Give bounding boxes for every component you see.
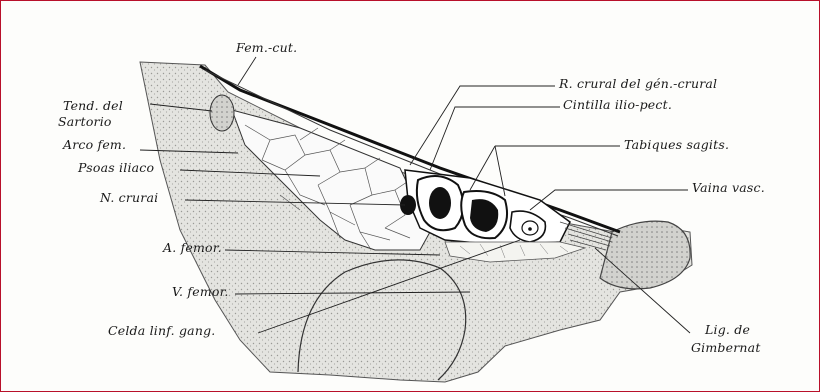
label-fem-cut: Fem.-cut. — [236, 40, 297, 55]
label-a-femor: A. femor. — [163, 240, 222, 255]
label-vaina-vasc: Vaina vasc. — [692, 180, 765, 195]
pubic-bone — [600, 221, 690, 289]
label-psoas-iliaco: Psoas iliaco — [78, 160, 154, 175]
sartorius-tendon — [210, 95, 234, 131]
label-lig-de: Lig. de — [705, 322, 750, 337]
label-arco-fem: Arco fem. — [63, 137, 126, 152]
label-v-femor: V. femor. — [172, 284, 229, 299]
label-cintilla: Cintilla ilio-pect. — [563, 97, 672, 112]
label-tend-del: Tend. del — [63, 98, 123, 113]
label-gimbernat: Gimbernat — [691, 340, 761, 355]
label-celda-linf: Celda linf. gang. — [108, 323, 215, 338]
label-sartorio: Sartorio — [58, 114, 112, 129]
label-n-crural: N. crurai — [100, 190, 158, 205]
label-r-crural: R. crural del gén.-crural — [559, 76, 717, 91]
label-tabiques: Tabiques sagits. — [624, 137, 729, 152]
